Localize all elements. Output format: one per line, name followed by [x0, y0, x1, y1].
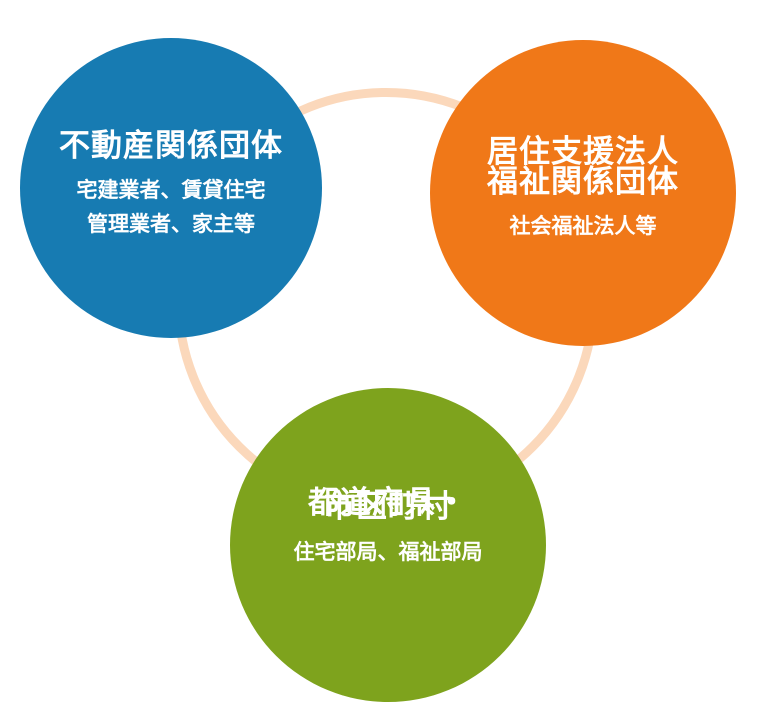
housing-support-title-1: 居住支援法人: [487, 134, 679, 170]
real-estate-title: 不動産関係団体: [59, 128, 283, 164]
government-title-2: 市区町村: [324, 489, 452, 525]
government-circle: 都道府県・ 市区町村 住宅部局、福祉部局: [230, 388, 546, 702]
government-title-1: 都道府県・: [308, 485, 468, 521]
real-estate-circle: 不動産関係団体 宅建業者、賃貸住宅 管理業者、家主等: [20, 38, 322, 338]
housing-support-title-2: 福祉関係団体: [487, 164, 679, 200]
real-estate-sub-1: 宅建業者、賃貸住宅: [76, 178, 266, 202]
government-sub: 住宅部局、福祉部局: [293, 540, 483, 564]
real-estate-sub-2: 管理業者、家主等: [87, 212, 255, 236]
housing-support-sub: 社会福祉法人等: [509, 214, 657, 238]
housing-support-circle: 居住支援法人 福祉関係団体 社会福祉法人等: [430, 40, 736, 346]
